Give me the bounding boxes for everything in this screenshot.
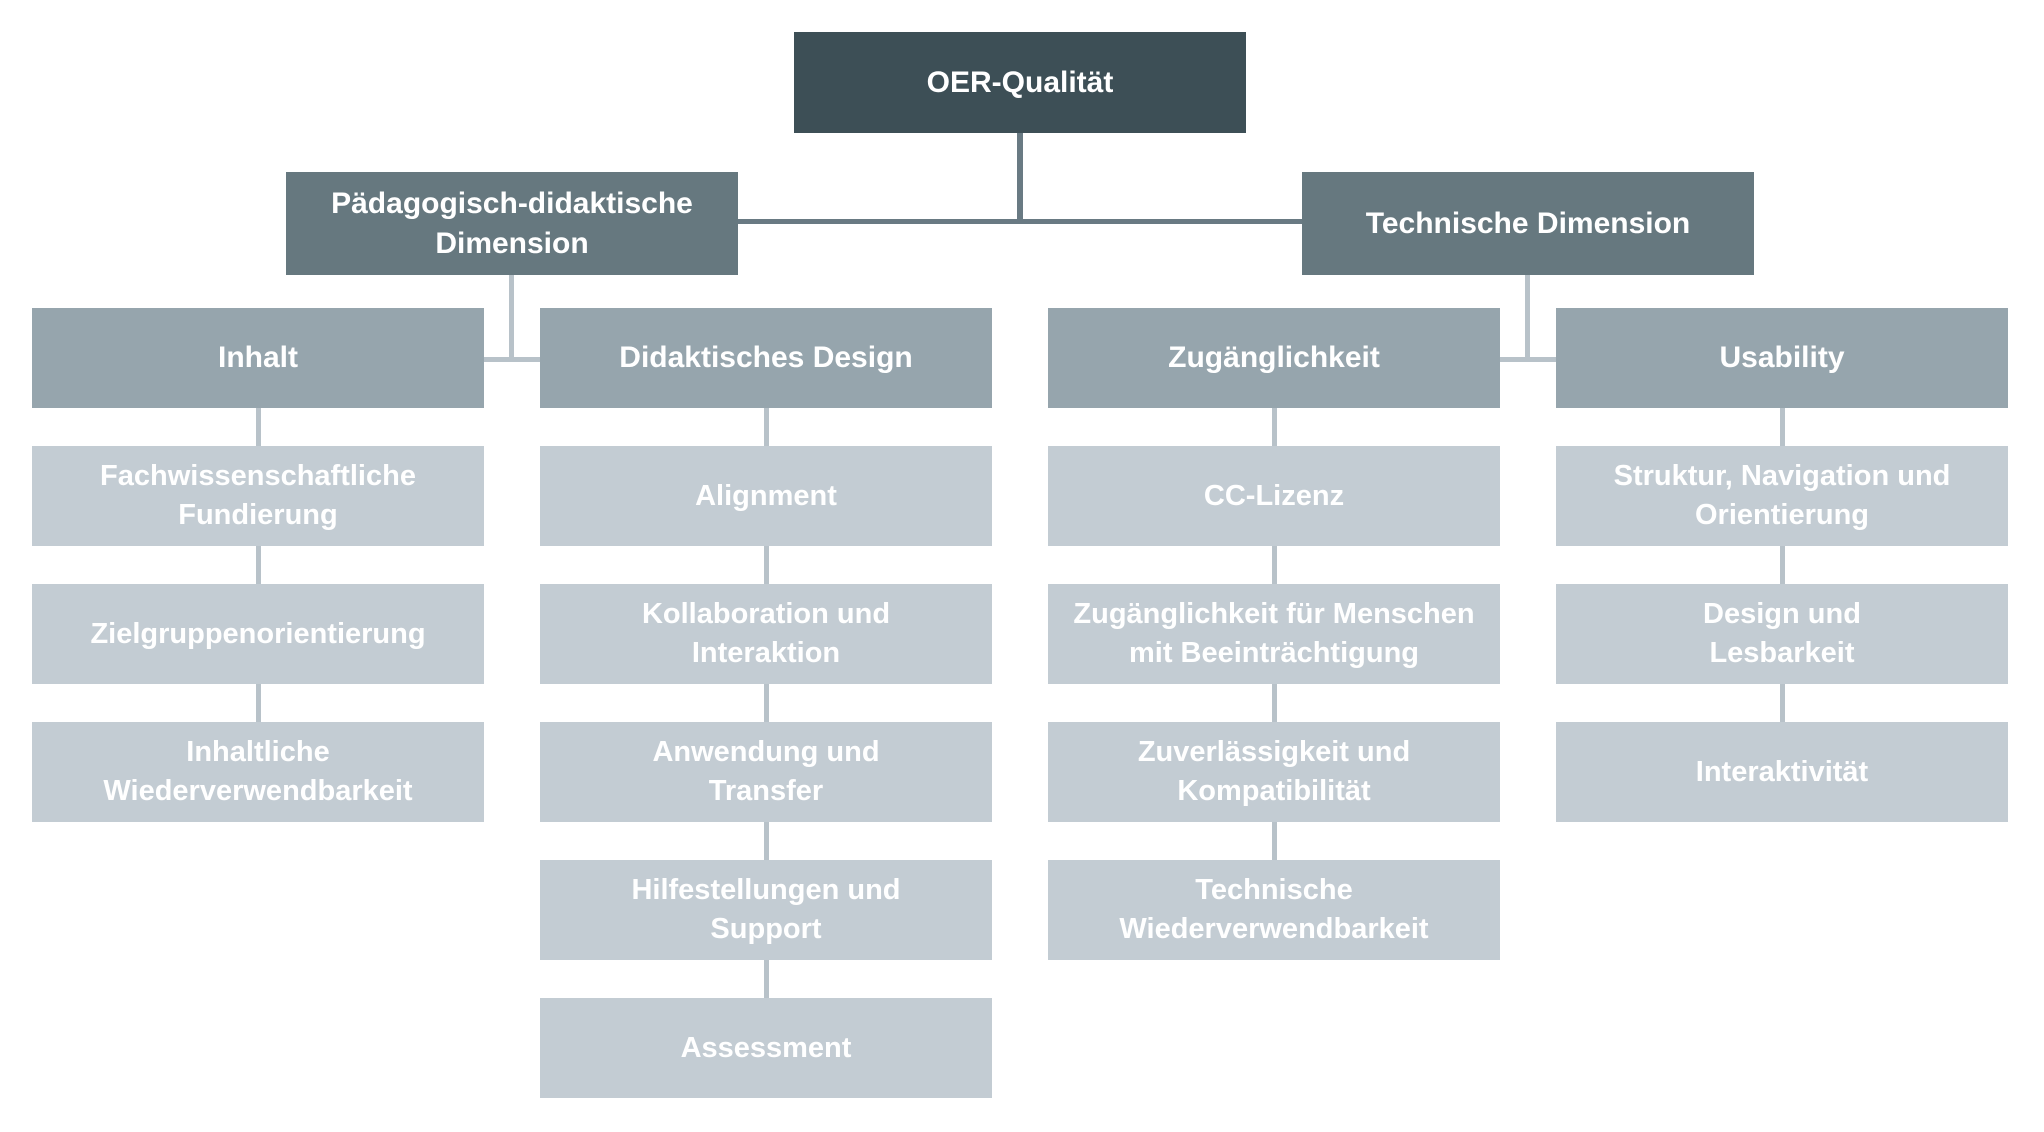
node-item-design-und-lesbarkeit: Design und Lesbarkeit [1556, 584, 2008, 684]
connector-vertical [764, 822, 769, 860]
node-item-zielgruppenorientierung: Zielgruppenorientierung [32, 584, 484, 684]
node-item-interaktivitaet: Interaktivität [1556, 722, 2008, 822]
node-dimension-technisch: Technische Dimension [1302, 172, 1754, 275]
node-item-alignment: Alignment [540, 446, 992, 546]
node-item-anwendung-und-transfer: Anwendung und Transfer [540, 722, 992, 822]
connector-vertical [764, 408, 769, 446]
node-oer-qualitaet: OER-Qualität [794, 32, 1246, 133]
connector-vertical [1780, 684, 1785, 722]
connector-technisch-stub [1500, 357, 1556, 362]
connector-vertical [1272, 684, 1277, 722]
connector-vertical [1272, 822, 1277, 860]
node-item-cc-lizenz: CC-Lizenz [1048, 446, 1500, 546]
connector-dimensions-horizontal [738, 219, 1302, 224]
node-item-kollaboration-und-interaktion: Kollaboration und Interaktion [540, 584, 992, 684]
node-item-struktur-navigation-und-orientierung: Struktur, Navigation und Orientierung [1556, 446, 2008, 546]
connector-vertical [256, 684, 261, 722]
node-item-technische-wiederverwendbarkeit: Technische Wiederverwendbarkeit [1048, 860, 1500, 960]
connector-paedagogisch-vertical [509, 275, 514, 362]
connector-vertical [1272, 546, 1277, 584]
connector-technisch-vertical [1525, 275, 1530, 362]
connector-vertical [1780, 546, 1785, 584]
node-item-hilfestellungen-und-support: Hilfestellungen und Support [540, 860, 992, 960]
connector-vertical [256, 546, 261, 584]
node-category-zugaenglichkeit: Zugänglichkeit [1048, 308, 1500, 408]
node-category-didaktisches-design: Didaktisches Design [540, 308, 992, 408]
connector-vertical [1780, 408, 1785, 446]
node-category-usability: Usability [1556, 308, 2008, 408]
connector-vertical [764, 546, 769, 584]
node-category-inhalt: Inhalt [32, 308, 484, 408]
node-item-fachwissenschaftliche-fundierung: Fachwissenschaftliche Fundierung [32, 446, 484, 546]
node-dimension-paedagogisch-didaktisch: Pädagogisch-didaktische Dimension [286, 172, 738, 275]
connector-root-vertical [1017, 133, 1023, 224]
connector-vertical [1272, 408, 1277, 446]
connector-paedagogisch-stub [484, 357, 540, 362]
node-item-zugaenglichkeit-fuer-menschen-mit-beeintraechtigung: Zugänglichkeit für Menschen mit Beeinträ… [1048, 584, 1500, 684]
node-item-inhaltliche-wiederverwendbarkeit: Inhaltliche Wiederverwendbarkeit [32, 722, 484, 822]
connector-vertical [764, 960, 769, 998]
connector-vertical [764, 684, 769, 722]
node-item-assessment: Assessment [540, 998, 992, 1098]
connector-vertical [256, 408, 261, 446]
node-item-zuverlaessigkeit-und-kompatibilitaet: Zuverlässigkeit und Kompatibilität [1048, 722, 1500, 822]
